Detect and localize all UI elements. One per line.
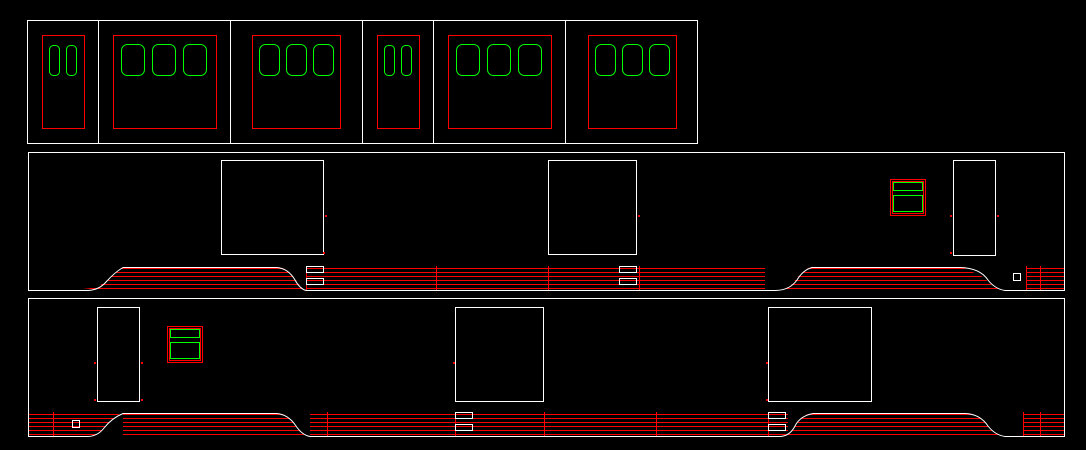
- side-elevation-b: [28, 298, 1065, 437]
- end-panel-6: [588, 35, 677, 129]
- end-panel-outline: [42, 35, 85, 129]
- end-window: [487, 44, 511, 76]
- end-panel-outline: [252, 35, 341, 129]
- end-window: [286, 44, 307, 76]
- step-plate: [455, 424, 473, 431]
- side-door-large: [548, 160, 637, 255]
- end-window: [456, 44, 480, 76]
- end-window: [401, 45, 412, 76]
- end-panel-4: [377, 35, 420, 129]
- skirt-stripes: [28, 412, 1064, 436]
- side-door-large: [768, 307, 872, 402]
- end-window: [649, 44, 670, 76]
- end-window: [121, 44, 145, 76]
- step-plate: [306, 278, 324, 285]
- end-window: [66, 45, 77, 76]
- end-window: [49, 45, 60, 76]
- end-window: [152, 44, 176, 76]
- end-window: [384, 45, 395, 76]
- step-plate: [768, 412, 786, 419]
- end-panels-strip: [27, 20, 698, 144]
- end-panel-outline: [448, 35, 552, 129]
- skirt-stripes: [28, 266, 1064, 290]
- side-door-large: [221, 160, 324, 255]
- end-window: [595, 44, 616, 76]
- step-plate: [306, 266, 324, 273]
- side-window-small: [167, 326, 203, 363]
- end-panel-outline: [588, 35, 677, 129]
- end-panel-5: [448, 35, 552, 129]
- end-window: [622, 44, 643, 76]
- end-panel-2: [113, 35, 217, 129]
- end-panel-3: [252, 35, 341, 129]
- end-panel-outline: [377, 35, 420, 129]
- end-window: [259, 44, 280, 76]
- side-door-large: [455, 307, 544, 402]
- end-window: [518, 44, 542, 76]
- carbody-outline: [28, 298, 1065, 437]
- end-window: [313, 44, 334, 76]
- side-door-narrow: [97, 307, 140, 402]
- step-plate: [619, 278, 637, 285]
- end-panel-outline: [113, 35, 217, 129]
- end-panel-1: [42, 35, 85, 129]
- step-plate: [619, 266, 637, 273]
- step-plate: [768, 424, 786, 431]
- carbody-outline: [28, 152, 1065, 291]
- side-elevation-a: [28, 152, 1065, 291]
- side-door-narrow: [953, 160, 996, 256]
- end-window: [183, 44, 207, 76]
- side-window-small: [890, 179, 926, 216]
- marker-lamp: [1013, 273, 1021, 281]
- marker-lamp: [72, 420, 80, 428]
- step-plate: [455, 412, 473, 419]
